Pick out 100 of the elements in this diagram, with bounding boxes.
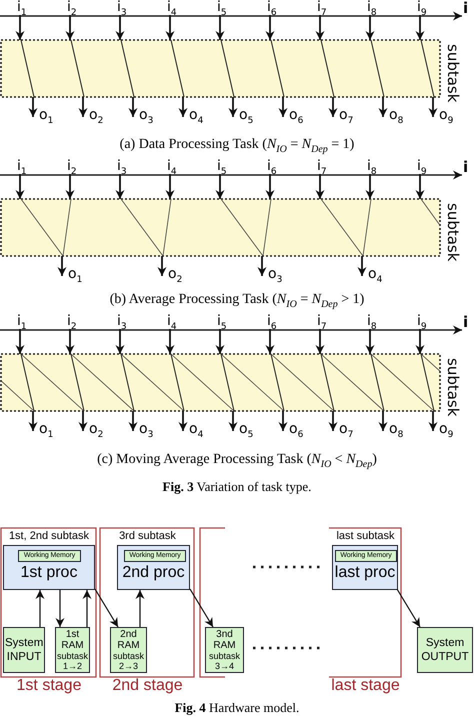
ram-box (55, 627, 90, 673)
output-label: o$_{7}$ (333, 107, 355, 124)
stage-label: 1st stage (16, 677, 82, 695)
output-label: o$_{2}$ (162, 266, 184, 283)
ram-label: 1st RAM (60, 629, 84, 651)
input-label: i$_{7}$ (317, 313, 333, 329)
processor-label: 2nd proc (121, 564, 186, 582)
arrow (266, 15, 274, 40)
stage-heading: 3rd subtask (118, 530, 177, 542)
arrow (116, 329, 124, 354)
output-label: o$_{1}$ (62, 266, 84, 283)
subfigure-caption: (a) Data Processing Task (N$_{IO}$ = N$_{Dep}$ = 1) (120, 136, 354, 157)
arrow (116, 174, 124, 199)
input-label: i$_{9}$ (417, 158, 433, 174)
input-label: i$_{4}$ (167, 313, 183, 329)
input-label: i$_{4}$ (167, 0, 183, 15)
arrow (266, 174, 274, 199)
arrow (416, 329, 424, 354)
subfigure-caption: (c) Moving Average Processing Task (N$_{IO}$ < N$_{Dep}$) (97, 451, 377, 472)
arrow (278, 97, 288, 117)
input-label: i$_{2}$ (67, 313, 83, 329)
arrow (428, 411, 438, 431)
arrow (128, 411, 138, 431)
arrow (366, 329, 374, 354)
stage-heading: 1st, 2nd subtask (8, 530, 90, 542)
axis-label: i (463, 159, 468, 176)
arrow (316, 15, 324, 40)
arrow (258, 256, 266, 276)
input-label: i$_{7}$ (317, 0, 333, 15)
ram-label: 3nd RAM (212, 629, 236, 651)
arrow (328, 97, 338, 117)
io-box (3, 627, 45, 673)
processor-box (332, 545, 398, 590)
output-label: o$_{5}$ (233, 421, 255, 438)
processor-box (3, 545, 95, 590)
arrow (28, 411, 38, 431)
stage-heading: last subtask (335, 530, 396, 542)
input-label: i$_{2}$ (67, 0, 83, 15)
arrow (416, 15, 424, 40)
arrow (378, 411, 388, 431)
arrow (78, 97, 88, 117)
arrow (189, 588, 214, 628)
arrow (396, 588, 421, 628)
arrow (136, 590, 144, 627)
arrow (166, 174, 174, 199)
output-label: o$_{5}$ (233, 107, 255, 124)
arrow (378, 97, 388, 117)
input-label: i$_{4}$ (167, 158, 183, 174)
output-label: o$_{7}$ (333, 421, 355, 438)
arrow (128, 97, 138, 117)
arrow (58, 256, 66, 276)
axis-label: i (463, 0, 468, 17)
arrow (56, 590, 64, 627)
output-label: o$_{6}$ (283, 421, 305, 438)
band-label: subtask (445, 203, 461, 262)
arrow (228, 97, 238, 117)
input-label: i$_{6}$ (267, 0, 283, 15)
arrow (178, 97, 188, 117)
arrow (66, 15, 74, 40)
subfigure-caption: (b) Average Processing Task (N$_{IO}$ = N$_{Dep}$ > 1) (110, 291, 364, 312)
input-label: i$_{1}$ (17, 0, 33, 15)
input-label: i$_{1}$ (17, 158, 33, 174)
output-label: o$_{3}$ (262, 266, 284, 283)
arrow (66, 174, 74, 199)
arrow (266, 329, 274, 354)
arrow (16, 329, 24, 354)
arrow (216, 15, 224, 40)
input-label: i$_{5}$ (217, 0, 233, 15)
axis-label: i (463, 314, 468, 331)
arrow (316, 329, 324, 354)
arrow (36, 590, 44, 627)
input-label: i$_{5}$ (217, 158, 233, 174)
arrow (216, 329, 224, 354)
arrow (16, 15, 24, 40)
output-label: o$_{4}$ (183, 107, 205, 124)
input-label: i$_{1}$ (17, 313, 33, 329)
processor-label: last proc (334, 564, 396, 582)
ram-box (205, 627, 244, 673)
band-label: subtask (445, 44, 461, 102)
input-label: i$_{3}$ (117, 158, 133, 174)
input-label: i$_{8}$ (367, 158, 383, 174)
arrow (66, 329, 74, 354)
input-label: i$_{5}$ (217, 313, 233, 329)
arrow (416, 174, 424, 199)
output-label: o$_{1}$ (33, 107, 55, 124)
ram-box (110, 627, 147, 673)
input-label: i$_{8}$ (367, 313, 383, 329)
arrow (228, 411, 238, 431)
output-label: o$_{1}$ (33, 421, 55, 438)
arrow (166, 329, 174, 354)
io-label: System INPUT (5, 636, 43, 664)
input-label: i$_{2}$ (67, 158, 83, 174)
input-label: i$_{9}$ (417, 313, 433, 329)
processor-box (117, 545, 190, 590)
arrow (216, 174, 224, 199)
output-label: o$_{4}$ (183, 421, 205, 438)
arrow (116, 15, 124, 40)
ram-label: 2nd RAM (116, 629, 140, 651)
arrow (316, 174, 324, 199)
stage-label: 2nd stage (111, 677, 184, 695)
